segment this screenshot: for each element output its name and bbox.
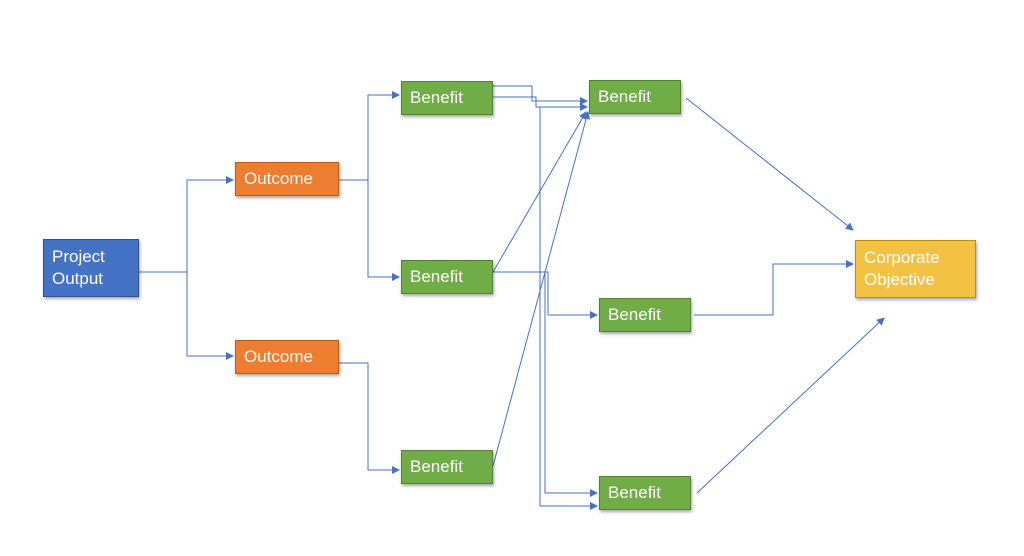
benefit-label: Benefit (410, 267, 463, 286)
benefit-label: Benefit (608, 305, 661, 324)
project-output-node[interactable]: Project Output (43, 239, 139, 297)
corporate-objective-node[interactable]: Corporate Objective (855, 240, 976, 298)
benefit-node-6[interactable]: Benefit (599, 476, 691, 510)
connector-outcome-2-benefit-3 (339, 362, 400, 474)
outcome-node-1[interactable]: Outcome (235, 162, 339, 196)
corporate-objective-label: Corporate Objective (864, 248, 940, 289)
connector-benefit-3-benefit-4 (492, 111, 591, 467)
benefit-label: Benefit (598, 87, 651, 106)
connector-benefit-2-benefit-6 (493, 271, 598, 497)
connector-output-outcome-1 (139, 176, 234, 273)
benefit-node-5[interactable]: Benefit (599, 298, 691, 332)
outcome-label: Outcome (244, 169, 313, 188)
outcome-label: Outcome (244, 347, 313, 366)
connector-benefit-4-objective (685, 97, 854, 231)
connector-benefit-6-objective (696, 317, 885, 494)
connector-outcome-1-benefit-2 (339, 179, 400, 281)
benefit-label: Benefit (410, 88, 463, 107)
benefit-node-2[interactable]: Benefit (401, 260, 493, 294)
project-output-label: Project Output (52, 247, 105, 288)
benefit-label: Benefit (608, 483, 661, 502)
benefit-node-4[interactable]: Benefit (589, 80, 681, 114)
connector-output-outcome-2 (139, 271, 234, 360)
benefit-label: Benefit (410, 457, 463, 476)
connector-benefit-1-benefit-6 (536, 106, 598, 510)
outcome-node-2[interactable]: Outcome (235, 340, 339, 374)
benefit-node-3[interactable]: Benefit (401, 450, 493, 484)
connector-benefit-1-benefit-4b (493, 96, 588, 111)
benefit-node-1[interactable]: Benefit (401, 81, 493, 115)
connector-benefit-5-objective (694, 260, 854, 316)
connector-benefit-2-benefit-4 (492, 111, 587, 273)
connector-outcome-1-benefit-1 (339, 91, 400, 181)
connector-benefit-1-benefit-4 (493, 85, 588, 105)
